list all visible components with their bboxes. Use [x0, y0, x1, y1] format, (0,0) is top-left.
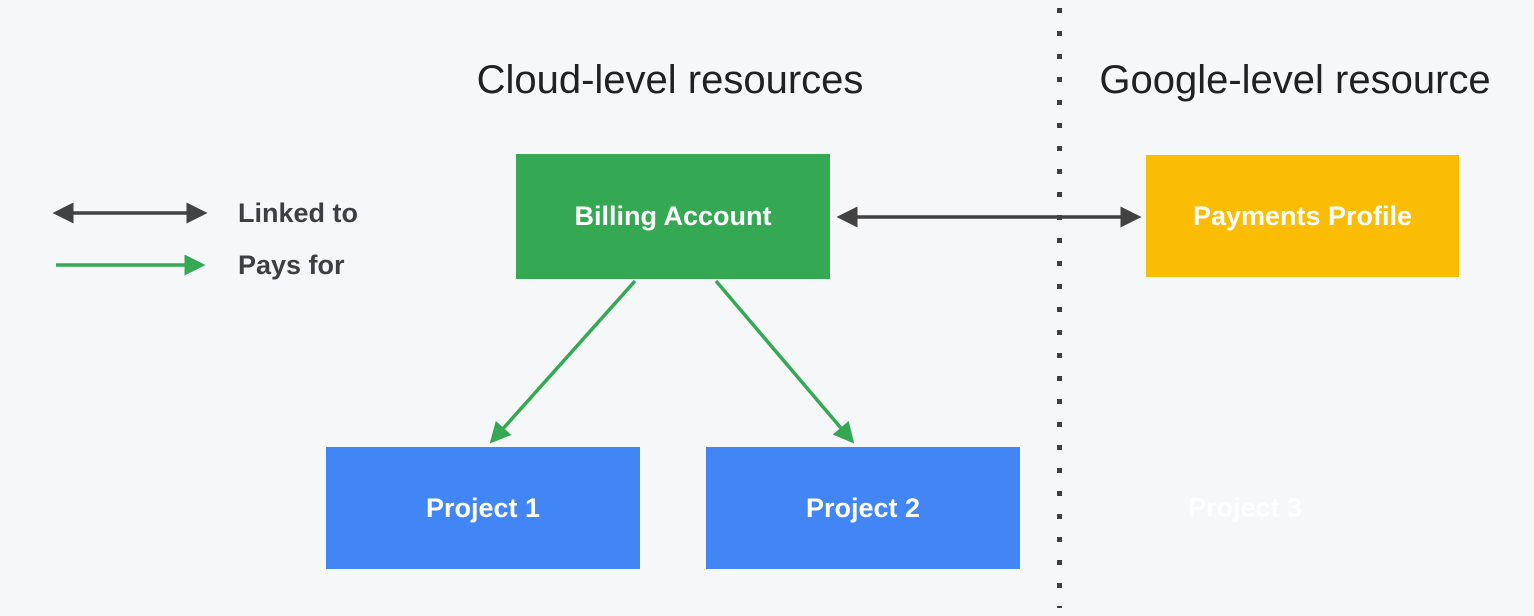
billing-account-label: Billing Account [574, 201, 772, 231]
pays-for-arrow-to-project-2 [714, 279, 855, 444]
project-1-node: Project 1 [326, 447, 640, 569]
dotted-divider [1057, 8, 1062, 608]
pays-for-arrow-to-project-1 [489, 279, 637, 444]
project-2-label: Project 2 [805, 492, 921, 523]
legend-item-pays-for: Pays for [48, 250, 358, 280]
legend-label-linked-to: Linked to [238, 197, 358, 228]
payments-profile-label: Payments Profile [1192, 200, 1413, 231]
legend-item-linked-to: Linked to [48, 198, 358, 228]
project-2-node: Project 2 [706, 447, 1020, 569]
project-3-ghost-label: Project 3 [1187, 492, 1303, 523]
billing-account-node: Billing Account [516, 154, 830, 279]
google-level-title: Google-level resource [1099, 58, 1491, 102]
payments-profile-node: Payments Profile [1146, 155, 1459, 277]
cloud-level-title: Cloud-level resources [476, 58, 864, 102]
project-1-label: Project 1 [425, 492, 541, 523]
legend-label-pays-for: Pays for [238, 249, 345, 280]
double-arrow-icon [52, 202, 208, 224]
green-arrow-icon [56, 254, 206, 276]
legend: Linked to Pays for [48, 198, 358, 302]
